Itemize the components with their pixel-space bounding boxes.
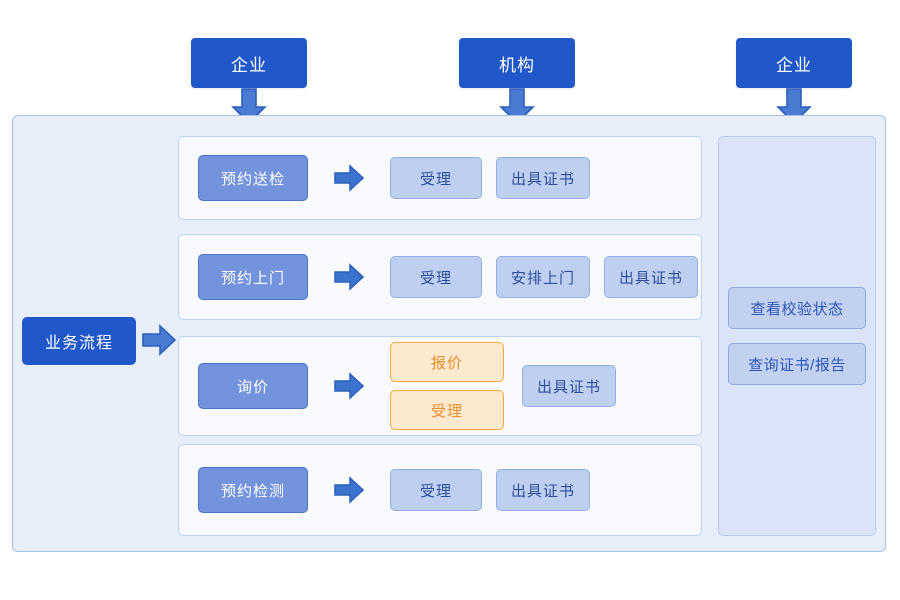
step-chip-warning[interactable]: 受理 [390,390,504,430]
query-certificate-report-button[interactable]: 查询证书/报告 [728,343,866,385]
side-button-label: 查看校验状态 [750,300,844,318]
actor-label: 企业 [231,55,267,75]
step-chip[interactable]: 受理 [390,157,482,199]
arrow-right-icon [334,263,365,291]
step-chip[interactable]: 出具证书 [496,469,591,511]
step-label: 安排上门 [511,269,576,287]
step-chip[interactable]: 安排上门 [496,256,591,298]
row-trigger-label: 询价 [236,378,269,396]
step-label: 出具证书 [537,378,602,396]
query-side-panel: 查看校验状态 查询证书/报告 [718,136,876,536]
step-chip-warning[interactable]: 报价 [390,342,504,382]
step-chip[interactable]: 出具证书 [496,157,591,199]
process-row-reservation-onsite: 预约上门 受理 安排上门 出具证书 [178,234,702,320]
step-label: 出具证书 [619,269,684,287]
row-trigger-label: 预约检测 [220,482,285,500]
row-steps: 受理 出具证书 [390,157,604,199]
actor-label: 机构 [499,55,535,75]
step-label: 受理 [419,269,452,287]
row-steps: 受理 安排上门 出具证书 [390,256,708,298]
entry-label-business-process[interactable]: 业务流程 [22,317,136,365]
step-chip[interactable]: 受理 [390,469,482,511]
side-button-label: 查询证书/报告 [748,356,846,374]
step-chip[interactable]: 出具证书 [604,256,699,298]
arrow-right-icon [334,372,365,400]
step-label: 出具证书 [511,170,576,188]
row-trigger-label: 预约上门 [220,269,285,287]
row-trigger-button[interactable]: 预约送检 [198,155,308,201]
step-label: 报价 [430,354,463,372]
process-row-inquiry: 询价 报价 受理 出具证书 [178,336,702,436]
row-stacked-steps: 报价 受理 [390,342,504,430]
step-label: 受理 [419,170,452,188]
process-row-reservation-test: 预约检测 受理 出具证书 [178,444,702,536]
view-verification-status-button[interactable]: 查看校验状态 [728,287,866,329]
step-chip[interactable]: 出具证书 [522,365,617,407]
process-row-reservation-delivery: 预约送检 受理 出具证书 [178,136,702,220]
arrow-right-icon [142,323,177,357]
arrow-right-icon [334,164,365,192]
actor-label: 企业 [776,55,812,75]
actor-box-institution[interactable]: 机构 [459,38,575,88]
row-trigger-button[interactable]: 预约上门 [198,254,308,300]
actor-box-enterprise-left[interactable]: 企业 [191,38,307,88]
step-label: 受理 [430,402,463,420]
arrow-right-icon [334,476,365,504]
entry-label-text: 业务流程 [44,335,113,352]
row-trigger-button[interactable]: 预约检测 [198,467,308,513]
step-label: 出具证书 [511,482,576,500]
actor-box-enterprise-right[interactable]: 企业 [736,38,852,88]
row-trigger-label: 预约送检 [220,170,285,188]
row-trigger-button[interactable]: 询价 [198,363,308,409]
row-steps: 出具证书 [522,365,630,407]
step-label: 受理 [419,482,452,500]
row-steps: 受理 出具证书 [390,469,604,511]
step-chip[interactable]: 受理 [390,256,482,298]
